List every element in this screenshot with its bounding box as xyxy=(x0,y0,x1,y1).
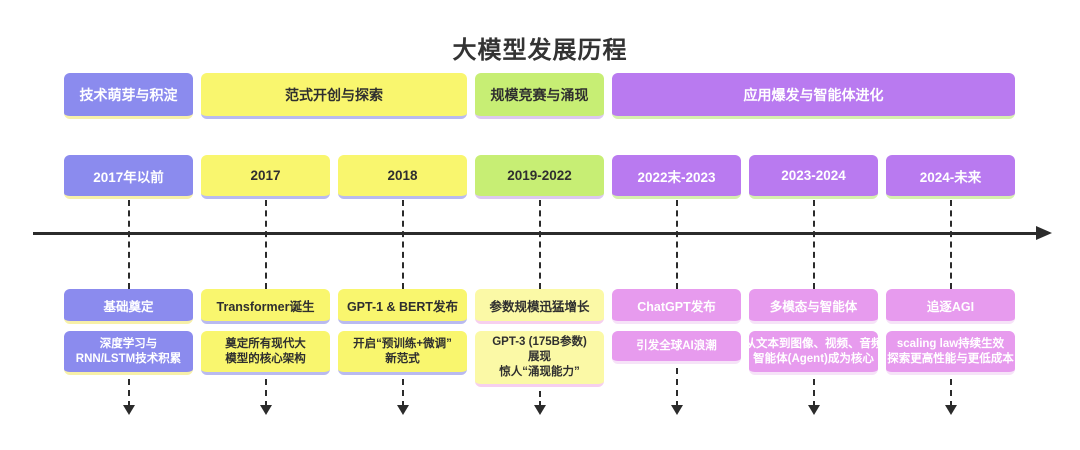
down-arrowhead-icon xyxy=(944,405,957,415)
event-description: 引发全球AI浪潮 xyxy=(612,331,741,364)
year-label: 2024-未来 xyxy=(886,155,1015,199)
phase-header-3: 规模竞赛与涌现 xyxy=(475,73,604,119)
desc-line: 引发全球AI浪潮 xyxy=(636,339,717,352)
desc-line: 开启“预训练+微调” xyxy=(353,337,452,350)
desc-line: 惊人“涌现能力” xyxy=(499,366,580,378)
year-label: 2022末-2023 xyxy=(612,155,741,199)
dashed-connector xyxy=(264,200,267,289)
timeline-column-3: 2018 GPT-1 & BERT发布 开启“预训练+微调” 新范式 xyxy=(338,0,467,450)
phase-header-4: 应用爆发与智能体进化 xyxy=(612,73,1015,119)
timeline-column-2: 2017 Transformer诞生 奠定所有现代大 模型的核心架构 xyxy=(201,0,330,450)
dashed-connector xyxy=(538,200,541,289)
desc-line: 探索更高性能与更低成本 xyxy=(887,352,1014,365)
year-label: 2019-2022 xyxy=(475,155,604,199)
dashed-connector xyxy=(812,379,815,407)
dashed-connector xyxy=(675,368,678,407)
year-label: 2017年以前 xyxy=(64,155,193,199)
desc-line: RNN/LSTM技术积累 xyxy=(75,352,182,365)
timeline-column-6: 2023-2024 多模态与智能体 从文本到图像、视频、音频 智能体(Agent… xyxy=(745,0,883,450)
event-description: 开启“预训练+微调” 新范式 xyxy=(338,331,467,375)
down-arrowhead-icon xyxy=(670,405,683,415)
timeline-column-5: 2022末-2023 ChatGPT发布 引发全球AI浪潮 xyxy=(612,0,741,450)
year-label: 2023-2024 xyxy=(749,155,878,199)
event-title: ChatGPT发布 xyxy=(612,289,741,324)
timeline-axis-arrowhead-icon xyxy=(1036,226,1052,240)
year-label: 2017 xyxy=(201,155,330,199)
timeline-axis xyxy=(33,232,1038,235)
down-arrowhead-icon xyxy=(807,405,820,415)
desc-line: 深度学习与 xyxy=(99,337,158,350)
desc-line: GPT-3 (175B参数) xyxy=(492,336,587,348)
event-description: 深度学习与 RNN/LSTM技术积累 xyxy=(64,331,193,375)
event-description: 奠定所有现代大 模型的核心架构 xyxy=(201,331,330,375)
year-label: 2018 xyxy=(338,155,467,199)
dashed-connector xyxy=(675,200,678,289)
timeline-column-1: 2017年以前 基础奠定 深度学习与 RNN/LSTM技术积累 xyxy=(64,0,193,450)
event-description: scaling law持续生效 探索更高性能与更低成本 xyxy=(886,331,1015,375)
event-title: GPT-1 & BERT发布 xyxy=(338,289,467,324)
event-title: 基础奠定 xyxy=(64,289,193,324)
desc-line: scaling law持续生效 xyxy=(896,337,1005,350)
dashed-connector xyxy=(127,200,130,289)
dashed-connector xyxy=(949,200,952,289)
event-title: Transformer诞生 xyxy=(201,289,330,324)
dashed-connector xyxy=(401,379,404,407)
desc-line: 展现 xyxy=(528,351,551,363)
down-arrowhead-icon xyxy=(122,405,135,415)
event-description: 从文本到图像、视频、音频 智能体(Agent)成为核心 xyxy=(745,331,883,375)
desc-line: 智能体(Agent)成为核心 xyxy=(753,352,874,365)
desc-line: 新范式 xyxy=(385,352,420,365)
down-arrowhead-icon xyxy=(259,405,272,415)
timeline-column-7: 2024-未来 追逐AGI scaling law持续生效 探索更高性能与更低成… xyxy=(886,0,1015,450)
page-title: 大模型发展历程 xyxy=(452,37,628,64)
desc-line: 从文本到图像、视频、音频 xyxy=(744,337,883,350)
dashed-connector xyxy=(812,200,815,289)
down-arrowhead-icon xyxy=(396,405,409,415)
event-title: 多模态与智能体 xyxy=(749,289,878,324)
desc-line: 奠定所有现代大 xyxy=(225,337,306,350)
event-title: 参数规模迅猛增长 xyxy=(475,289,604,324)
phase-header-2: 范式开创与探索 xyxy=(201,73,467,119)
timeline-column-4: 2019-2022 参数规模迅猛增长 GPT-3 (175B参数) 展现 惊人“… xyxy=(475,0,604,450)
dashed-connector xyxy=(264,379,267,407)
dashed-connector xyxy=(538,391,541,407)
dashed-connector xyxy=(949,379,952,407)
dashed-connector xyxy=(127,379,130,407)
event-title: 追逐AGI xyxy=(886,289,1015,324)
desc-line: 模型的核心架构 xyxy=(225,352,306,365)
phase-header-1: 技术萌芽与积淀 xyxy=(64,73,193,119)
event-description: GPT-3 (175B参数) 展现 惊人“涌现能力” xyxy=(475,331,604,387)
dashed-connector xyxy=(401,200,404,289)
down-arrowhead-icon xyxy=(533,405,546,415)
